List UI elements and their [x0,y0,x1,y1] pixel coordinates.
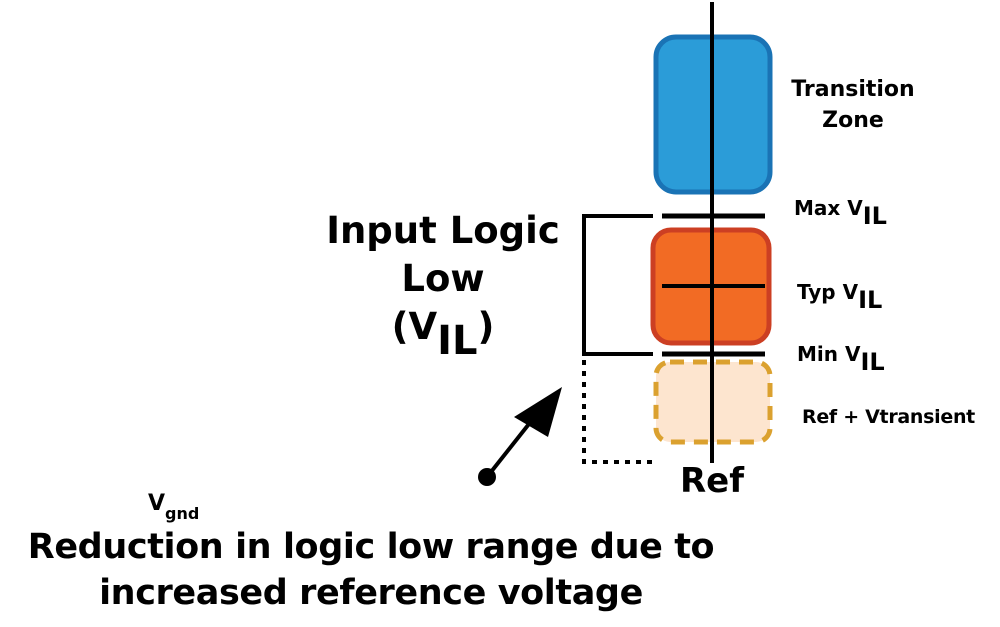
arrow-head-icon [514,387,562,437]
vgnd-label-main: V [148,491,166,516]
min-vil-label: Min VIL [797,342,885,376]
reduced-range-dotted-bracket [582,360,655,464]
typ-vil-label: Typ VIL [797,280,882,314]
caption-line2: increased reference voltage [99,573,643,613]
max-vil-label: Max VIL [794,196,887,230]
vgnd-label: Vgnd [148,491,199,523]
arrow-origin-dot [478,468,496,486]
caption-line1: Reduction in logic low range due to [27,527,715,567]
vil-symbol: (VIL) [316,303,570,365]
vil-bracket [582,214,653,356]
min-vil-label-main: Min V [797,342,861,366]
transition-zone-label-line2: Zone [822,108,884,133]
ref-label: Ref [680,461,745,501]
vil-symbol-sub: IL [437,318,478,365]
transition-zone-label: Transition Zone [780,74,926,136]
input-logic-low-label: Input Logic Low (VIL) [316,207,570,365]
transition-zone-label-line1: Transition [791,77,915,102]
ref-transient-label: Ref + Vtransient [802,406,975,428]
vil-symbol-open: (V [391,305,438,348]
input-logic-label-line1: Input Logic [326,209,560,252]
caption: Reduction in logic low range due to incr… [0,524,742,616]
min-vil-label-sub: IL [860,348,885,377]
typ-vil-label-sub: IL [858,286,883,315]
max-vil-label-sub: IL [862,202,887,231]
input-logic-label-line2: Low [401,257,485,300]
max-vil-label-main: Max V [794,196,863,220]
vil-symbol-close: ) [477,305,495,348]
typ-vil-label-main: Typ V [797,280,859,304]
vgnd-label-sub: gnd [165,503,200,523]
